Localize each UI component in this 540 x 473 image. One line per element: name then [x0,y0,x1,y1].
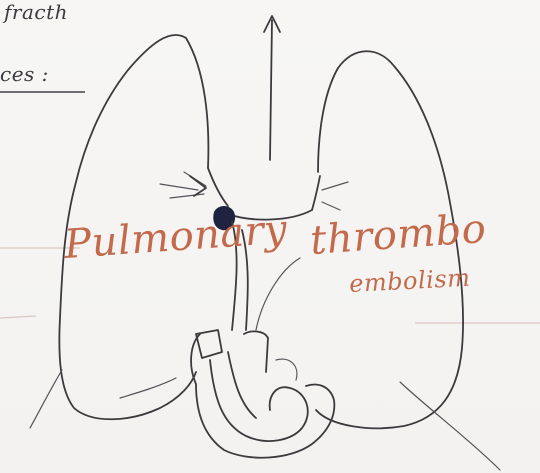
left-branch-lines [160,172,206,198]
right-branch-lines [322,182,348,210]
corner-note-2: ces : [0,62,49,86]
ruled-line [0,316,36,318]
left-lung-base-line [120,378,176,398]
right-bronchus [312,176,320,210]
arrow-line [270,20,272,160]
heart-outline [191,334,334,458]
vessel-opening-2 [244,331,268,372]
heart-chamber-line [276,359,297,380]
heart-inner-curve [210,360,308,441]
left-stroke [30,370,62,428]
right-stroke [400,382,500,470]
vessel-opening [196,330,222,358]
corner-note-1: fracth [4,0,68,24]
heart-septum [228,352,256,418]
left-bronchus [208,168,228,206]
vessel-line [256,258,300,330]
left-arrow-icon [190,176,206,196]
